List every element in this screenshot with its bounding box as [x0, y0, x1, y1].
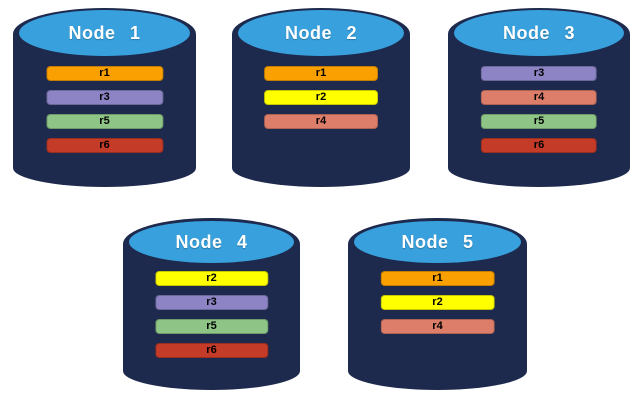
replica-label: r2 [432, 296, 443, 308]
replica-bar-r3: r3 [154, 295, 269, 310]
replica-bar-r4: r4 [264, 114, 378, 129]
node-title: Node 2 [284, 22, 357, 43]
replica-bar-r2: r2 [154, 271, 269, 286]
replica-bar-r6: r6 [480, 138, 598, 153]
replica-bar-r6: r6 [154, 343, 269, 358]
replica-label: r1 [315, 67, 327, 79]
node-title: Node 5 [401, 231, 474, 252]
replica-list: r2 r3 r5 r6 [154, 271, 269, 367]
replica-bar-r1: r1 [264, 66, 378, 81]
database-node-4: Node 4 r2 r3 r5 r6 [123, 218, 300, 390]
replica-bar-r5: r5 [45, 114, 164, 129]
replica-label: r5 [206, 320, 217, 332]
replica-label: r6 [206, 344, 217, 356]
replica-bar-r2: r2 [264, 90, 378, 105]
replica-label: r1 [99, 67, 110, 79]
cylinder-top: Node 5 [354, 221, 521, 263]
replica-bar-r1: r1 [380, 271, 495, 286]
replica-list: r1 r3 r5 r6 [45, 66, 164, 162]
replica-label: r3 [99, 91, 110, 103]
replica-bar-r5: r5 [480, 114, 598, 129]
replica-list: r1 r2 r4 [264, 66, 378, 138]
replica-bar-r3: r3 [480, 66, 598, 81]
replica-label: r3 [533, 67, 545, 79]
replica-label: r5 [99, 115, 110, 127]
replica-bar-r5: r5 [154, 319, 269, 334]
database-node-2: Node 2 r1 r2 r4 [232, 8, 410, 187]
replica-label: r5 [533, 115, 545, 127]
replica-bar-r6: r6 [45, 138, 164, 153]
cylinder-top: Node 1 [19, 10, 190, 56]
replica-label: r6 [533, 139, 545, 151]
replica-label: r4 [533, 91, 545, 103]
replica-label: r3 [206, 296, 217, 308]
node-title: Node 4 [175, 231, 248, 252]
replica-bar-r2: r2 [380, 295, 495, 310]
node-title: Node 3 [502, 22, 575, 43]
node-title: Node 1 [68, 22, 141, 43]
replica-bar-r3: r3 [45, 90, 164, 105]
replica-bar-r4: r4 [380, 319, 495, 334]
replica-label: r4 [315, 115, 327, 127]
replica-label: r2 [315, 91, 327, 103]
replica-label: r6 [99, 139, 110, 151]
replica-label: r4 [432, 320, 443, 332]
cylinder-top: Node 4 [129, 221, 294, 263]
replica-label: r1 [432, 272, 443, 284]
database-node-1: Node 1 r1 r3 r5 r6 [13, 8, 196, 187]
replica-label: r2 [206, 272, 217, 284]
database-node-5: Node 5 r1 r2 r4 [348, 218, 527, 390]
replica-list: r3 r4 r5 r6 [480, 66, 598, 162]
replica-bar-r4: r4 [480, 90, 598, 105]
replica-list: r1 r2 r4 [380, 271, 495, 343]
cylinder-top: Node 2 [238, 10, 404, 56]
replica-bar-r1: r1 [45, 66, 164, 81]
cylinder-top: Node 3 [454, 10, 624, 56]
database-node-3: Node 3 r3 r4 r5 r6 [448, 8, 630, 187]
